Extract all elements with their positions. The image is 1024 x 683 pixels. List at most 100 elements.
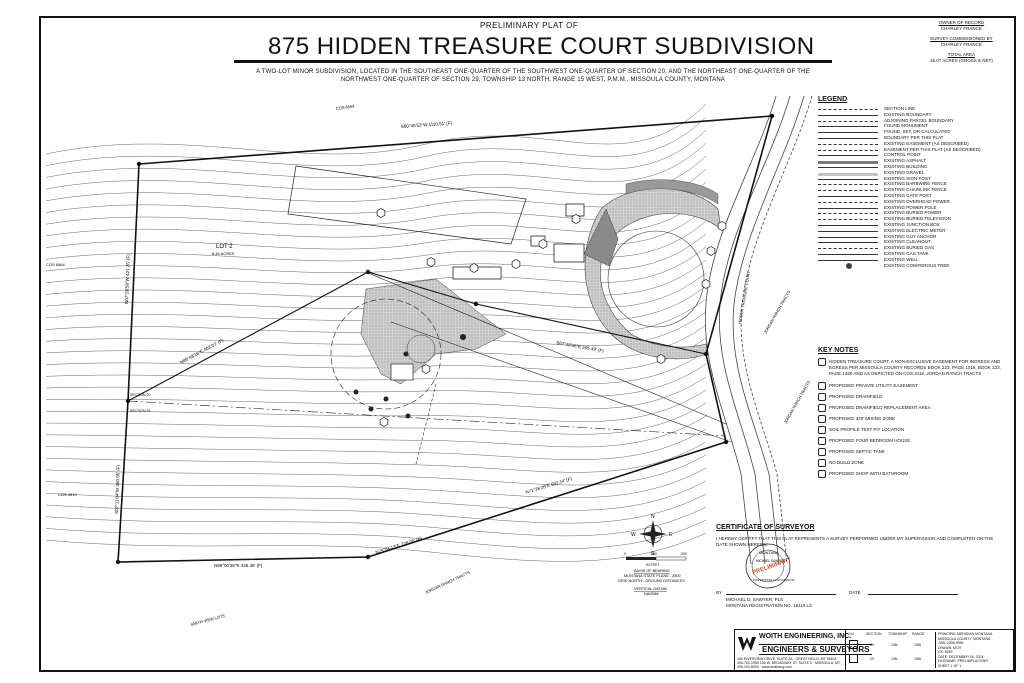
proposed-house-area	[330, 278, 507, 410]
legend-symbol	[818, 155, 878, 157]
legend-symbol	[818, 213, 878, 215]
key-note-marker-icon	[818, 358, 826, 366]
contour-line	[45, 207, 707, 250]
legend-symbol	[818, 259, 878, 261]
contour-line	[45, 480, 707, 511]
lot-boundary	[117, 115, 774, 563]
contour-line	[45, 350, 707, 384]
title-block-info-line: FILENAME: PRELIMPLAT.DWG	[938, 659, 989, 663]
stamp-bottom: PROFESSIONAL LAND SURVEYOR	[753, 579, 795, 582]
title-block-info-line: DATE: DECEMBER 18, 2024	[938, 654, 984, 659]
key-note-map-marker	[571, 214, 581, 224]
key-note-map-marker	[426, 257, 436, 267]
legend-item: EXISTING CONIFEROUS TREE	[818, 262, 1008, 269]
page-title: 875 HIDDEN TREASURE COURT SUBDIVISION	[268, 33, 815, 60]
legend-item: EXISTING OVERHEAD POWER	[818, 199, 1008, 205]
legend-item: EXISTING BOUNDARY	[818, 112, 1008, 118]
owner-heading: OWNER OF RECORD	[938, 20, 985, 25]
lot-interior-line	[127, 271, 707, 402]
bearing-west2: S07°11'04"W 460.95' (F)	[114, 464, 121, 514]
legend-label: EXISTING GUY ANCHOR	[884, 233, 937, 239]
legend-item: EXISTING BUILDING	[818, 164, 1008, 170]
title-block-info-line: PRINCIPAL MERIDIAN MONTANA	[938, 632, 993, 636]
key-notes-title: KEY NOTES	[818, 347, 859, 354]
basis-title: BASIS OF BEARING	[634, 569, 670, 573]
legend-symbol	[818, 138, 878, 139]
legend-symbol	[818, 225, 878, 226]
scale-max: 200	[681, 552, 687, 556]
key-note-marker-icon	[818, 470, 826, 478]
key-note-marker-icon	[818, 382, 826, 390]
section-label-20: SECTION 20	[130, 393, 150, 397]
contour-line	[45, 103, 707, 155]
legend-label: CONTROL POINT	[884, 152, 921, 158]
subdivider-heading: SURVEY COMMISSIONED BY	[930, 36, 993, 41]
legend-symbol	[818, 143, 878, 145]
legend-label: EXISTING EASEMENT (AS DESCRIBED)	[884, 140, 969, 146]
legend-symbol	[818, 109, 878, 110]
key-note-text: PROPOSED DRAINFIELD REPLACEMENT AREA	[829, 405, 931, 410]
key-note-map-marker	[656, 354, 666, 364]
key-note-map-marker	[379, 417, 389, 427]
cert-date-label: DATE	[849, 590, 861, 595]
legend-item: FOUND MONUMENT	[818, 123, 1008, 129]
key-note-text: HIDDEN TREASURE COURT, A NON-EXCLUSIVE E…	[829, 359, 1001, 376]
grid-row2-range: 15W	[914, 657, 922, 661]
stamp-top: MONTANA	[759, 550, 779, 555]
contour-line	[45, 402, 707, 435]
legend-symbol	[818, 236, 878, 238]
cert-by-label: BY	[716, 590, 723, 595]
key-note-map-marker	[511, 259, 521, 269]
scale-bar: 0 100 200 IN FEET	[624, 552, 687, 567]
title-rule	[234, 60, 832, 63]
subdivider-name: CHARLEY FRANCE	[940, 42, 982, 47]
legend-item: EXISTING GRAVEL	[818, 170, 1008, 176]
legend-item: EXISTING CHAINLINK FENCE	[818, 187, 1008, 193]
legend-symbol	[818, 132, 878, 134]
legend-symbol	[818, 184, 878, 186]
legend-symbol	[818, 167, 878, 168]
monuments	[115, 113, 775, 565]
surveyor-stamp: MONTANA MICHAEL SAWYER PRELIMINARY PROFE…	[745, 543, 795, 589]
contour-line	[45, 194, 707, 238]
legend-symbol	[818, 248, 878, 250]
pretitle: PRELIMINARY PLAT OF	[480, 21, 579, 30]
title-block-info-line: JOB: 2308-9999	[938, 641, 964, 645]
key-note-marker-icon	[818, 393, 826, 401]
grid-row2-section: 29	[870, 657, 874, 661]
contour-line	[45, 376, 707, 410]
key-note-text: PROPOSED PRIVATE UTILITY EASEMENT	[829, 383, 919, 388]
key-note-text: PROPOSED 320' MIXING ZONE	[829, 416, 896, 421]
contour-line	[45, 233, 707, 274]
key-note-markers	[376, 208, 727, 427]
key-note-marker-icon	[818, 415, 826, 423]
legend-symbol	[818, 172, 878, 176]
legend-symbol	[818, 114, 878, 116]
cos-label-2: COS 6664	[46, 262, 65, 267]
bearing-west: N07°28'58"W 421.26' (F)	[124, 254, 131, 304]
legend-symbol	[818, 126, 878, 128]
legend-item: EXISTING CLEANOUT	[818, 239, 1008, 245]
legend-symbol	[818, 161, 878, 165]
key-note-map-marker	[706, 246, 716, 256]
bearing-se: N71°26'28"E 532.14' (F)	[525, 476, 573, 495]
legend-label: EXISTING BURIED GAS	[884, 245, 935, 251]
datum-value: NAVD88	[644, 592, 659, 596]
legend-item: EXISTING GATE POST	[818, 193, 1008, 199]
grid-header-township: TOWNSHIP	[888, 632, 907, 636]
grid-header-section: SECTION	[866, 632, 882, 636]
legend-item: EXISTING EASEMENT (AS DESCRIBED)	[818, 141, 1008, 147]
surveyor-registration: MONTANA REGISTRATION NO. 19110 LS	[726, 603, 813, 608]
section-grid: 1/4 SECTION TOWNSHIP RANGE 20 13N 15W 29…	[845, 630, 934, 670]
key-note-marker-icon	[818, 426, 826, 434]
lot-area: 8.45 ACRES	[212, 251, 235, 256]
legend-label: ADJOINING PARCEL BOUNDARY	[884, 117, 954, 123]
contour-line	[45, 129, 707, 179]
key-note-map-marker	[421, 364, 431, 374]
contour-line	[45, 363, 707, 397]
legend-label: FOUND MONUMENT	[884, 123, 928, 129]
key-note-marker-icon	[818, 437, 826, 445]
legend-item: EXISTING JUNCTION BOX	[818, 222, 1008, 228]
legend-label: EXISTING ASPHALT	[884, 158, 927, 164]
legend-title: LEGEND	[818, 96, 848, 103]
